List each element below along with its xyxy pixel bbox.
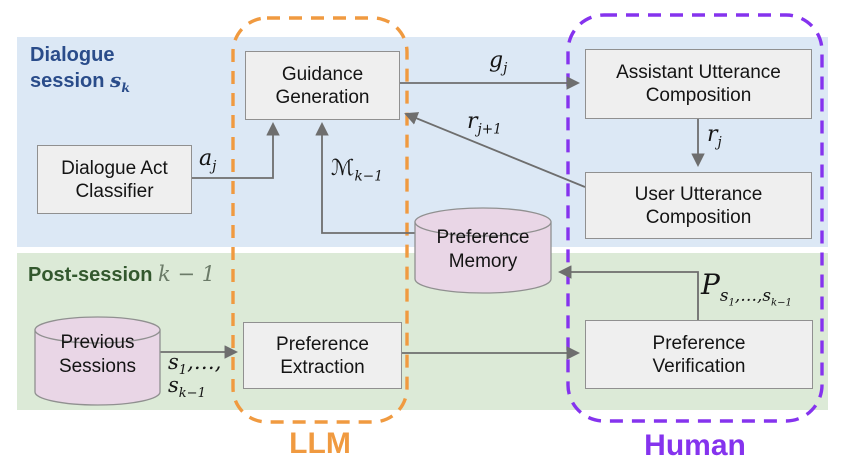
edge-label-aj: aj — [199, 146, 217, 175]
node-label: User Utterance — [634, 183, 763, 205]
node-label: Assistant Utterance — [616, 62, 781, 83]
node-label: Preference — [276, 333, 369, 355]
previous-sessions-cylinder-top — [34, 316, 161, 344]
node-preference-memory: Preference Memory — [415, 226, 551, 274]
node-label: Dialogue Act — [61, 157, 168, 179]
edge-label-rj1: rj+1 — [467, 109, 502, 138]
dialogue-session-title-line1: Dialogue — [30, 44, 115, 66]
edge-label-preferences: Ps1,…,sk−1 — [701, 268, 792, 308]
llm-group-label: LLM — [289, 427, 351, 460]
edge-label-rj: rj — [707, 122, 722, 151]
node-label: Previous — [60, 332, 135, 353]
human-group-outline — [566, 13, 824, 423]
preference-memory-cylinder-body — [414, 221, 552, 294]
node-label: Memory — [448, 251, 518, 272]
llm-group-outline — [231, 16, 409, 424]
node-guidance-generation: Guidance Generation — [245, 51, 400, 120]
edge-label-sessions: s1,…, sk−1 — [168, 350, 222, 402]
node-dialogue-act-classifier: Dialogue Act Classifier — [37, 145, 192, 214]
node-label: Composition — [645, 85, 752, 106]
node-user-utterance-composition: User Utterance Composition — [585, 172, 812, 239]
post-session-title: Post-session k − 1 — [28, 262, 216, 286]
node-label: Preference — [652, 332, 746, 354]
edge-label-memory: ℳk−1 — [331, 156, 383, 185]
node-label: Preference — [436, 227, 530, 248]
node-previous-sessions: Previous Sessions — [35, 331, 160, 379]
edge-label-gj: gj — [489, 48, 508, 77]
node-label: Guidance — [281, 63, 364, 85]
node-label: Verification — [652, 355, 746, 377]
dialogue-session-title-line2: session sk — [30, 68, 130, 95]
preference-memory-cylinder-top — [414, 207, 552, 237]
node-label: Classifier — [75, 180, 154, 202]
edge-user-to-guidance — [404, 112, 586, 188]
edge-dialogue-act-to-guidance — [190, 121, 280, 179]
human-group-label: Human — [644, 429, 746, 462]
node-label: Sessions — [58, 356, 137, 377]
node-label: Generation — [275, 86, 370, 108]
node-preference-extraction: Preference Extraction — [243, 322, 402, 389]
node-label: Composition — [645, 206, 752, 228]
node-preference-verification: Preference Verification — [585, 320, 813, 389]
previous-sessions-cylinder-body — [34, 329, 161, 406]
dialogue-session-title: Dialogue session sk — [30, 43, 130, 94]
node-label: Extraction — [280, 356, 365, 378]
edge-memory-to-guidance — [315, 121, 415, 234]
node-assistant-utterance-composition: Assistant Utterance Composition — [585, 49, 812, 119]
edge-verification-to-memory — [557, 265, 699, 320]
